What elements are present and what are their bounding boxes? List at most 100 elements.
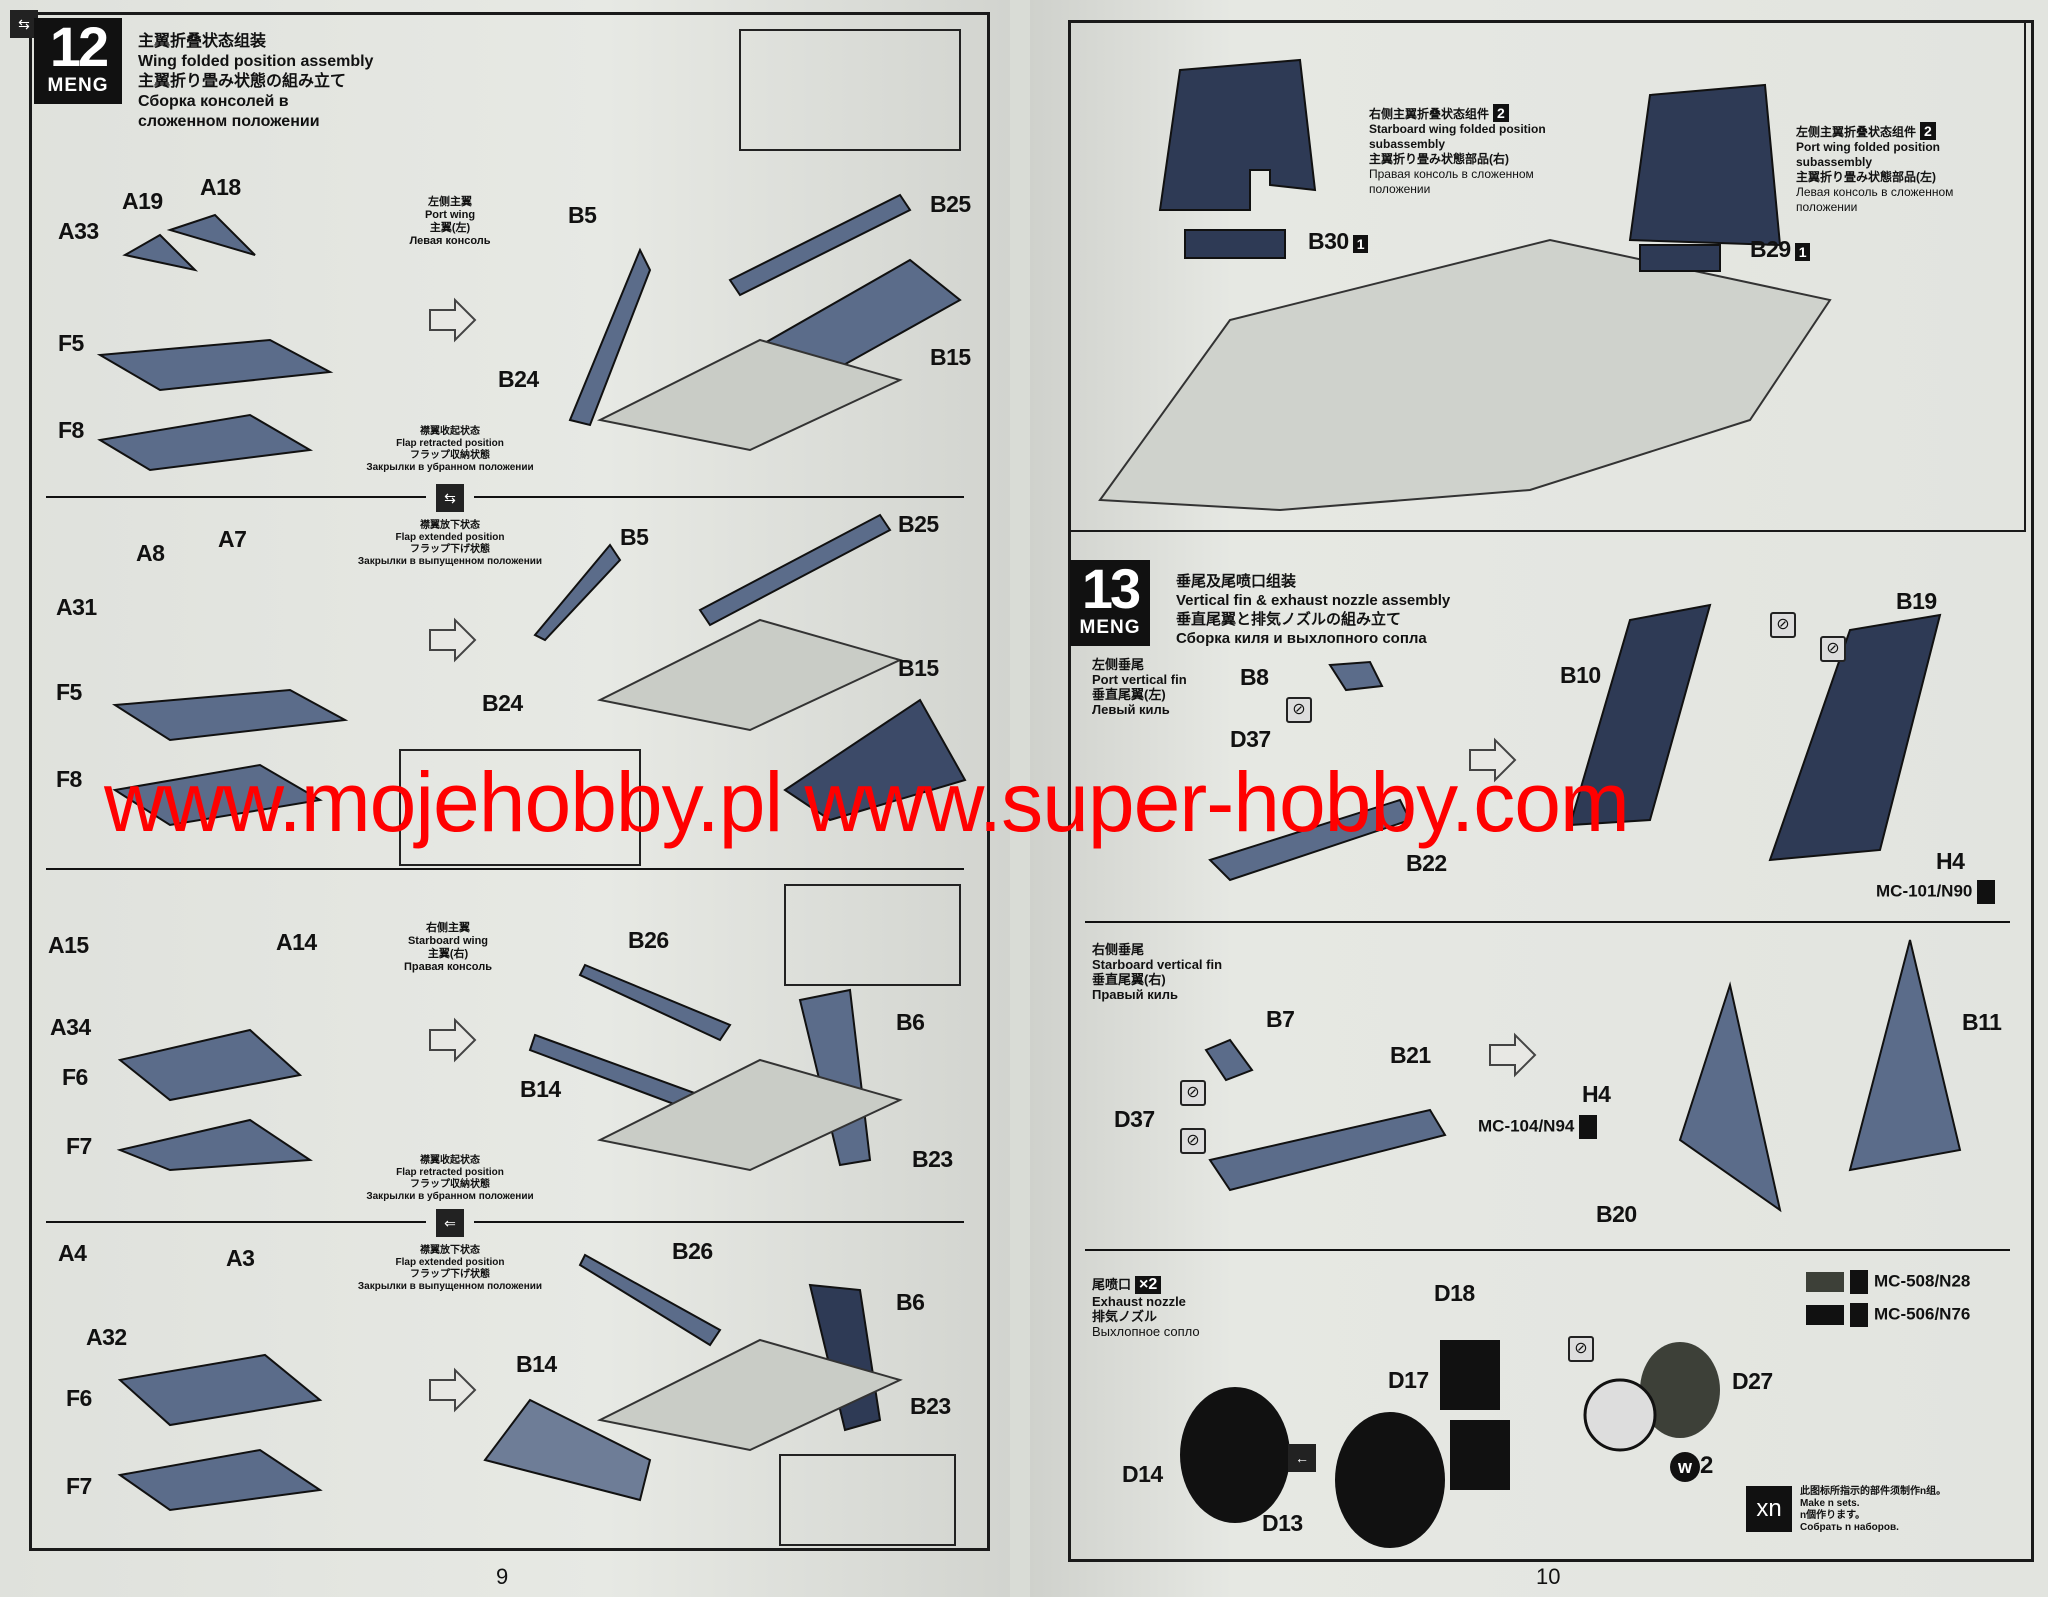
paint-callout: MC-104/N94 xyxy=(1478,1115,1603,1139)
part-b25 xyxy=(728,193,912,297)
starboard-fin-b20 xyxy=(1678,981,1782,1213)
part-a19 xyxy=(122,233,199,272)
part-d27 xyxy=(1640,1342,1720,1438)
caption-ru: Левый киль xyxy=(1092,702,1170,717)
flap-extended-caption: 襟翼放下状态 Flap extended position フラップ下げ状態 З… xyxy=(358,1245,542,1293)
color-swatch xyxy=(1806,1272,1844,1292)
starboard-fin-caption: 右侧垂尾 Starboard vertical fin 垂直尾翼(右) Прав… xyxy=(1092,942,1222,1002)
part-b8 xyxy=(1328,660,1384,692)
decal-sheet-icon: w xyxy=(1670,1452,1700,1482)
count-badge: 1 xyxy=(1352,235,1368,253)
part-label: D14 xyxy=(1122,1461,1163,1487)
flap-extended-caption: 襟翼放下状态 Flap extended position フラップ下げ状態 З… xyxy=(358,520,542,568)
caption-jp: 主翼折り畳み状態部品(左) xyxy=(1796,170,1936,184)
part-label: A7 xyxy=(218,526,247,552)
flap-retracted-caption: 襟翼收起状态 Flap retracted position フラップ収納状態 … xyxy=(366,426,533,474)
caption-ru: Собрать n наборов. xyxy=(1800,1522,1899,1533)
part-label: B5 xyxy=(568,202,597,228)
part-label: B26 xyxy=(672,1238,713,1264)
arrow-left-icon: ← xyxy=(1288,1444,1316,1472)
caption-jp: 主翼(左) xyxy=(429,222,471,234)
fuselage-section xyxy=(596,618,903,732)
title-jp: 主翼折り畳み状態の組み立て xyxy=(138,73,347,90)
part-label: B5 xyxy=(620,524,649,550)
part-b29 xyxy=(1639,244,1721,272)
part-a18 xyxy=(166,213,256,256)
part-label: B29 xyxy=(1750,236,1791,262)
part-label: B23 xyxy=(912,1146,953,1172)
paint-code: MC-101/N90 xyxy=(1876,881,1973,901)
caption-jp: 主翼(右) xyxy=(427,948,469,960)
part-label: A33 xyxy=(58,218,99,244)
flap-retracted-caption: 襟翼收起状态 Flap retracted position フラップ収納状態 … xyxy=(366,1155,533,1203)
part-b25 xyxy=(698,513,892,627)
step-12-badge: 12 MENG xyxy=(34,18,122,104)
starboard-wing-folded xyxy=(1158,58,1317,211)
next-arrow xyxy=(429,617,477,663)
paint-code: MC-508/N28 xyxy=(1874,1271,1971,1291)
part-label: B24 xyxy=(498,366,539,392)
part-label: B23 xyxy=(910,1393,951,1419)
part-label: H4 xyxy=(1936,848,1965,874)
part-b22 xyxy=(1208,798,1412,882)
caption-en: Exhaust nozzle xyxy=(1092,1294,1186,1309)
caption-cn: 襟翼收起状态 xyxy=(420,1155,480,1166)
wing-part-f8 xyxy=(97,413,314,472)
wing-part-f6 xyxy=(117,1353,323,1427)
caption-ru: положении xyxy=(1796,200,1858,214)
watermark-text: www.mojehobby.pl www.super-hobby.com xyxy=(104,755,1630,849)
part-label: B15 xyxy=(930,344,971,370)
brush-icon xyxy=(1579,1115,1598,1139)
port-fin-b10 xyxy=(1568,603,1712,827)
part-d14 xyxy=(1180,1387,1290,1523)
part-b5 xyxy=(533,543,622,642)
caption-ru: Закрылки в выпущенном положении xyxy=(357,556,543,567)
part-label: B6 xyxy=(896,1289,925,1315)
next-arrow xyxy=(429,1367,477,1413)
page-number: 9 xyxy=(496,1564,509,1589)
caption-ru: положении xyxy=(1369,182,1431,196)
starboard-wing-caption: 右侧主翼 Starboard wing 主翼(右) Правая консоль xyxy=(404,922,492,974)
caption-cn: 左侧主翼折叠状态组件 xyxy=(1796,125,1917,139)
multiplier-badge: ×2 xyxy=(1135,1276,1162,1294)
part-label: B15 xyxy=(898,655,939,681)
part-label: D37 xyxy=(1230,726,1271,752)
caption-en: Flap extended position xyxy=(395,532,505,543)
count-badge: 1 xyxy=(1794,243,1810,261)
part-label: F7 xyxy=(66,1133,92,1159)
caption-cn: 襟翼放下状态 xyxy=(419,520,480,531)
part-b21 xyxy=(1208,1108,1447,1192)
divider xyxy=(46,496,426,498)
wing-part-f5 xyxy=(96,338,334,392)
wing-part-f6 xyxy=(117,1028,303,1102)
caption-en: Flap extended position xyxy=(395,1257,505,1268)
caption-cn: 左侧主翼 xyxy=(428,196,472,208)
part-label: B10 xyxy=(1560,662,1601,688)
caption-en: Starboard wing folded position xyxy=(1369,122,1546,136)
no-cement-icon: ⊘ xyxy=(1568,1336,1594,1362)
caption-ru: Правый киль xyxy=(1092,987,1178,1002)
wing-part-f7 xyxy=(116,1118,313,1172)
make-n-sets-note: 此图标所指示的部件须制作n组。 Make n sets. n個作ります。 Соб… xyxy=(1800,1486,1946,1534)
page-frame xyxy=(29,12,990,1551)
caption-ru: Левая консоль в сложенном xyxy=(1796,185,1954,199)
brush-icon xyxy=(1850,1270,1868,1294)
part-label: F7 xyxy=(66,1473,92,1499)
wing-part-f8 xyxy=(112,763,323,827)
caption-jp: フラップ収納状態 xyxy=(410,1179,490,1190)
caption-ru: Закрылки в убранном положении xyxy=(366,462,534,473)
part-label: B24 xyxy=(482,690,523,716)
caption-cn: 右侧垂尾 xyxy=(1092,942,1145,957)
exhaust-caption: 尾喷口×2 Exhaust nozzle 排気ノズル Выхлопное соп… xyxy=(1092,1276,1200,1339)
caption-en: Flap retracted position xyxy=(396,438,504,449)
port-fin-caption: 左侧垂尾 Port vertical fin 垂直尾翼(左) Левый кил… xyxy=(1092,657,1187,717)
count-badge: 2 xyxy=(1493,104,1509,122)
port-wing-folded xyxy=(1628,83,1782,247)
part-label: D17 xyxy=(1388,1367,1429,1393)
next-arrow xyxy=(1469,737,1517,783)
caption-en: Flap retracted position xyxy=(396,1167,504,1178)
